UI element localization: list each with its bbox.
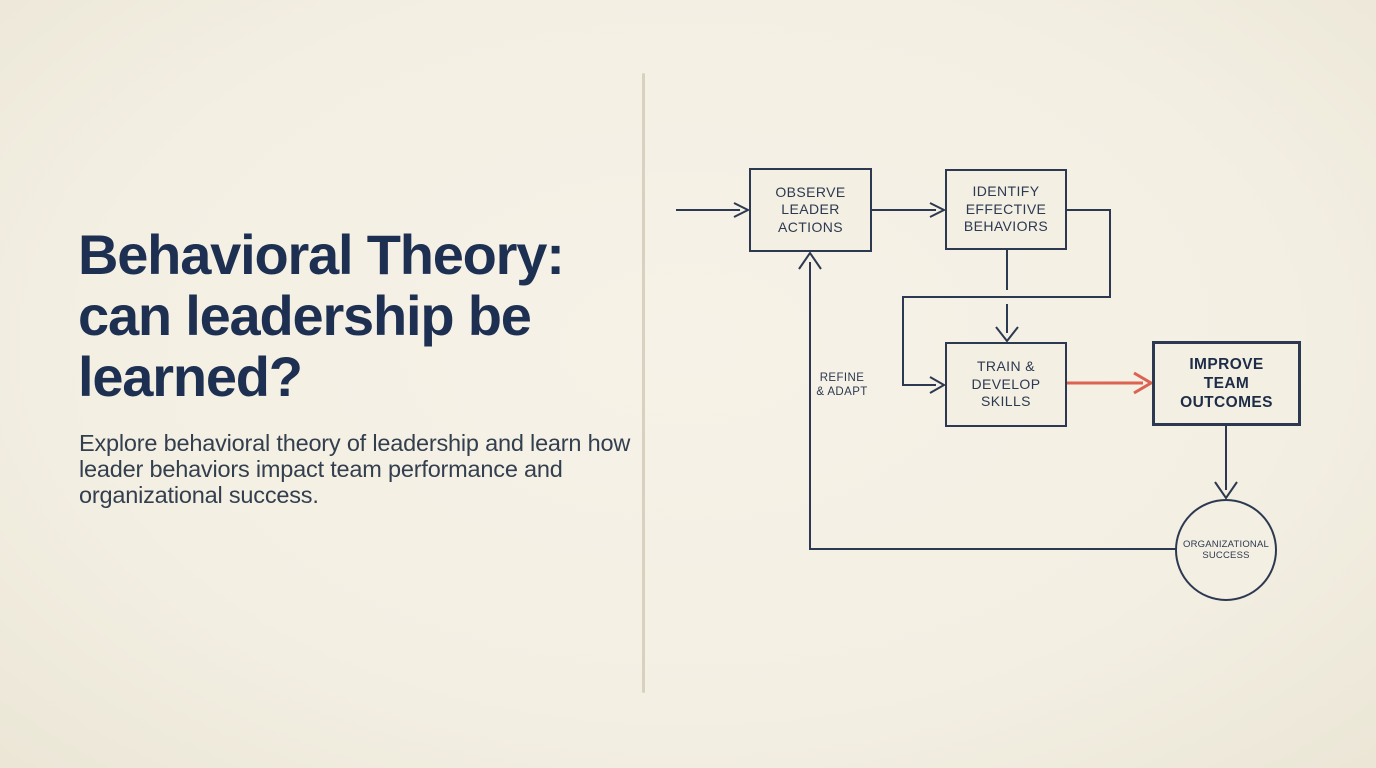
title-line-2: can leadership be [78,284,532,347]
intro-panel: Behavioral Theory: can leadership be lea… [78,0,638,768]
loop-identify-to-train-line [902,209,1111,386]
page-title: Behavioral Theory: can leadership be lea… [78,224,638,407]
feedback-success-to-observe-head [798,251,822,270]
flowchart-node-improve: IMPROVE TEAM OUTCOMES [1152,341,1301,426]
arrow-train-to-improve-head [1133,371,1154,395]
node-success-label: ORGANIZATIONAL SUCCESS [1182,538,1270,562]
arrow-entry-head [733,202,751,218]
feedback-success-to-observe-line [809,262,1176,550]
flowchart-node-success: ORGANIZATIONAL SUCCESS [1175,499,1277,601]
node-improve-label: IMPROVE TEAM OUTCOMES [1180,356,1273,411]
flowchart-node-identify: IDENTIFY EFFECTIVE BEHAVIORS [945,169,1067,250]
title-line-3: learned? [78,345,303,408]
arrow-improve-to-success-head [1214,481,1238,500]
loop-identify-to-train-head [929,376,947,394]
arrow-observe-to-identify-head [929,202,947,218]
node-observe-label: OBSERVE LEADER ACTIONS [775,183,846,235]
page-subtitle: Explore behavioral theory of leadership … [79,430,631,508]
title-line-1: Behavioral Theory: [78,223,565,286]
flowchart-node-observe: OBSERVE LEADER ACTIONS [749,168,872,252]
node-identify-label: IDENTIFY EFFECTIVE BEHAVIORS [963,183,1049,235]
divider [642,73,645,693]
feedback-edge-label: REFINE & ADAPT [816,372,868,398]
arrow-identify-to-train-head [995,326,1019,343]
flowchart-node-train: TRAIN & DEVELOP SKILLS [945,342,1067,427]
node-train-label: TRAIN & DEVELOP SKILLS [971,358,1041,410]
